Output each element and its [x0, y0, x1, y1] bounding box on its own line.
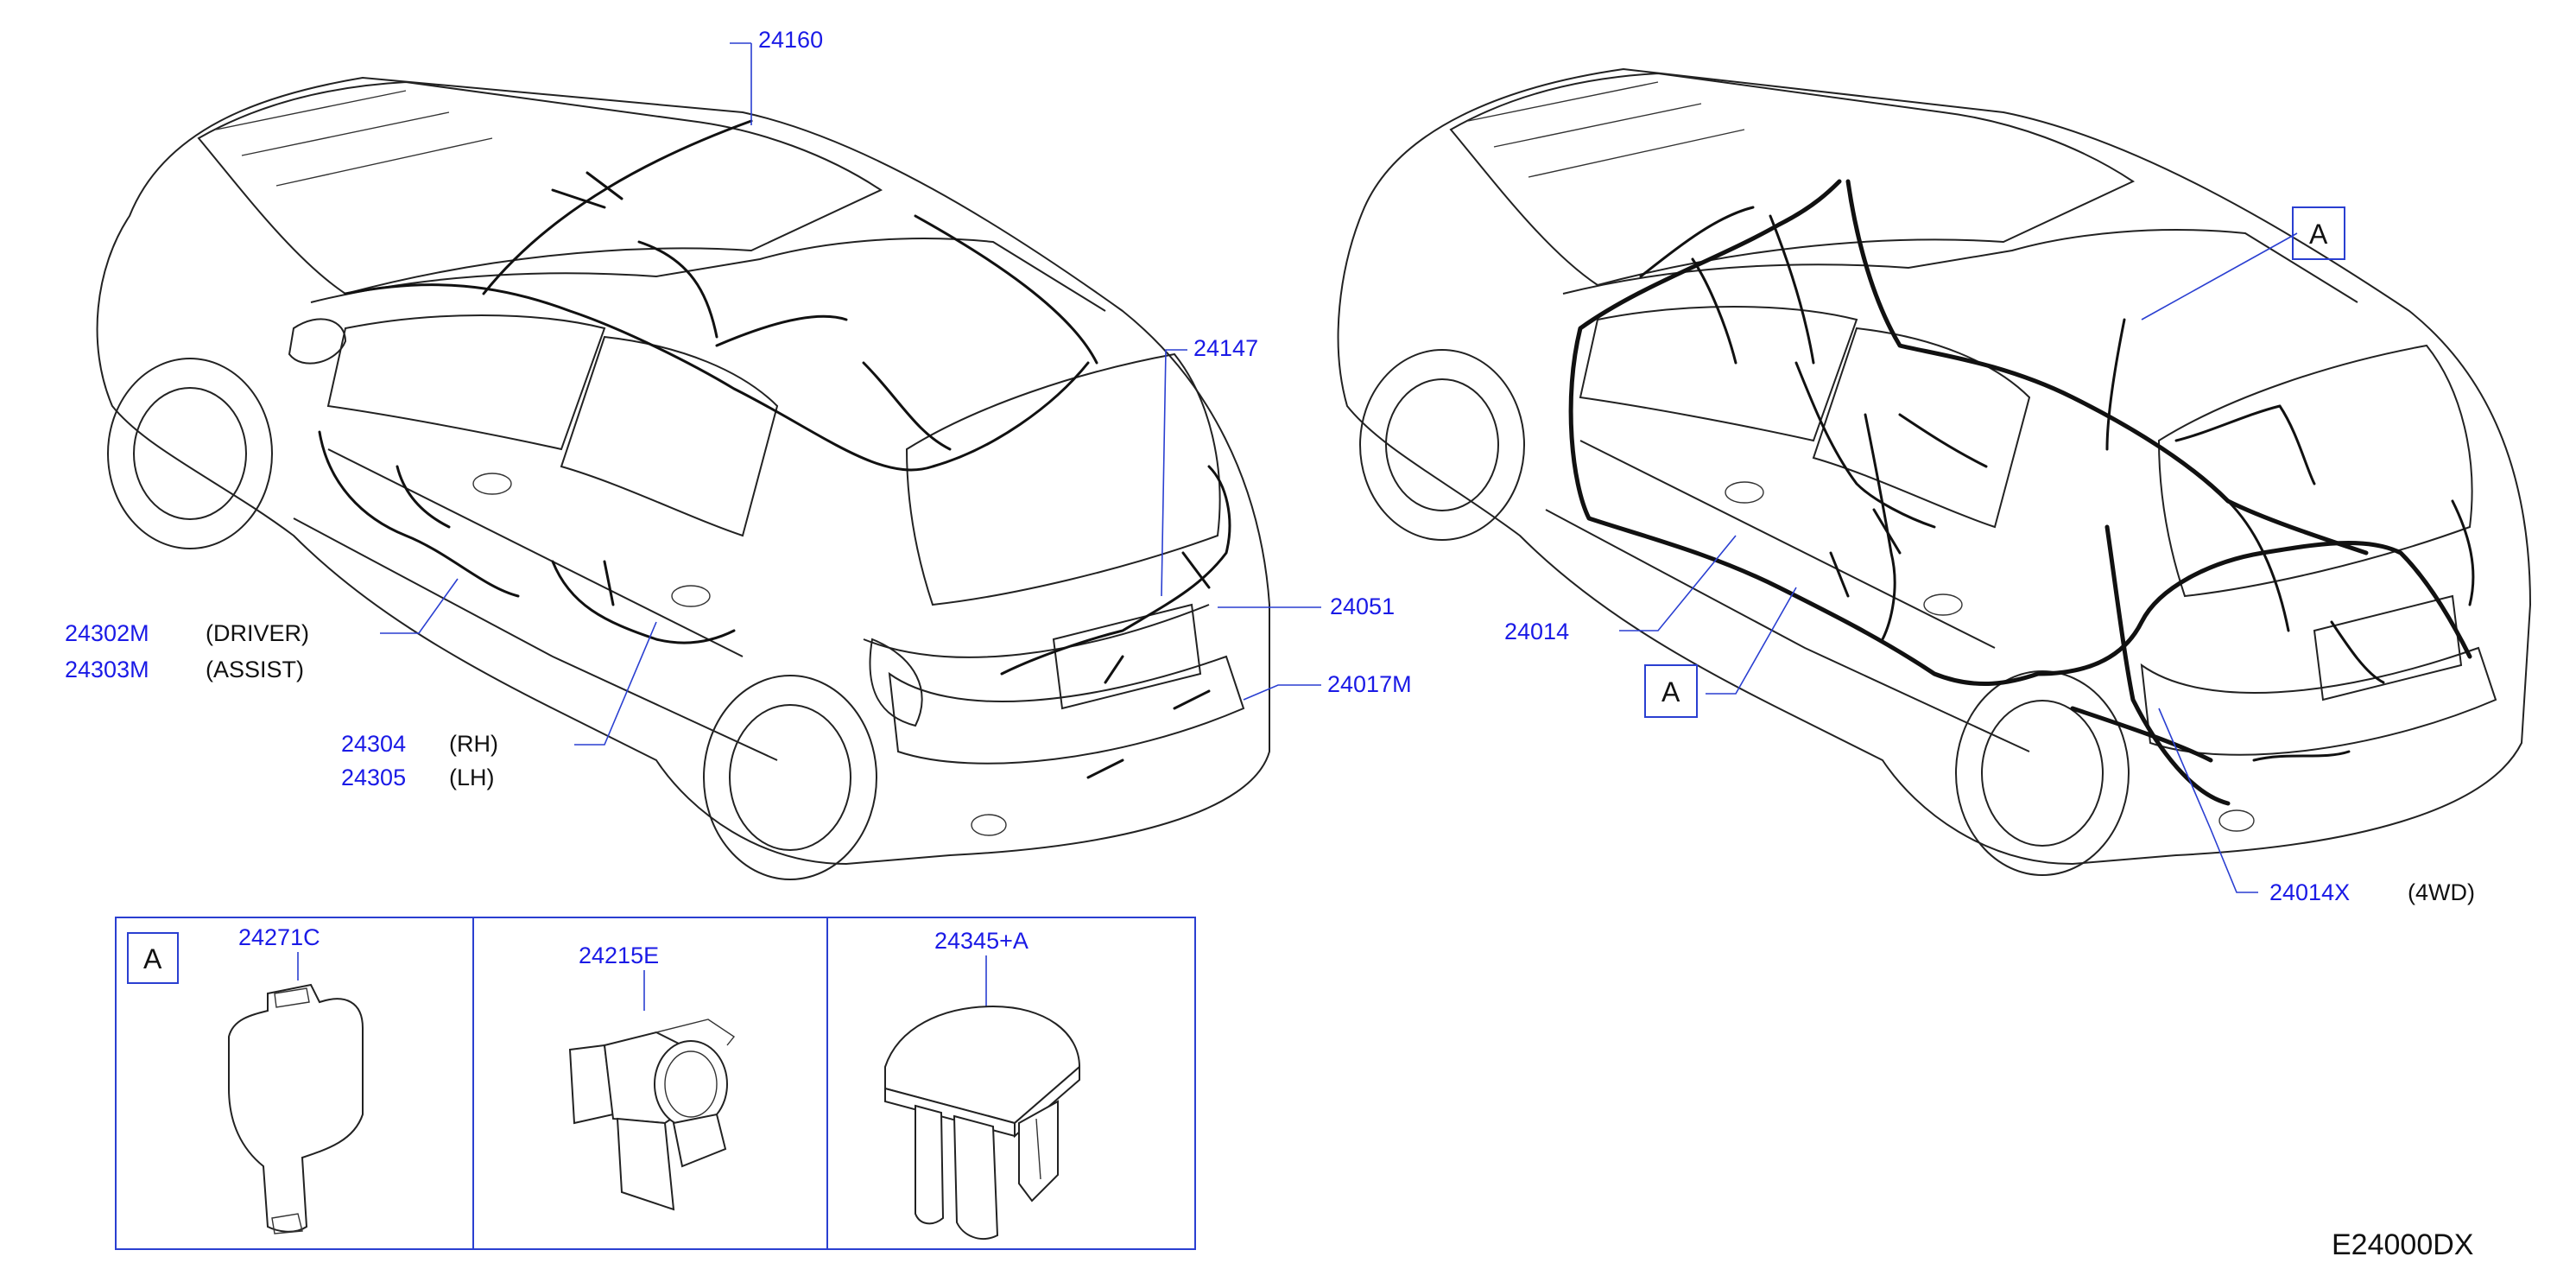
label-24014X: 24014X	[2269, 879, 2350, 905]
right-vehicle-harnesses	[1568, 179, 2475, 806]
callout-letter-upper: A	[2309, 219, 2328, 250]
note-lh: (LH)	[449, 765, 495, 790]
label-24302M: 24302M	[65, 620, 149, 646]
parts-panel-3: 24345+A	[884, 928, 1081, 1240]
right-vehicle-drawing	[1337, 67, 2532, 876]
left-labels: 24160 24147 24051 24017M 24302M (DRIVER)…	[65, 27, 1412, 790]
parts-panel-2: 24215E	[568, 942, 736, 1211]
parts-panel-1-part-number: 24271C	[238, 924, 320, 950]
label-24304: 24304	[341, 731, 406, 757]
label-24014: 24014	[1504, 619, 1569, 644]
parts-table: A 24271C 24215E 24345+A	[115, 917, 1196, 1250]
label-24017M: 24017M	[1327, 671, 1412, 697]
right-leaders	[1619, 232, 2298, 893]
note-4wd: (4WD)	[2408, 879, 2475, 905]
label-24147: 24147	[1193, 335, 1258, 361]
parts-panel-2-part-number: 24215E	[579, 942, 659, 968]
note-rh: (RH)	[449, 731, 498, 757]
parts-table-frame	[115, 917, 1196, 1250]
diagram-code: E24000DX	[2332, 1228, 2473, 1261]
parts-panel-1-callout: A	[143, 943, 162, 974]
callout-box-lower	[1644, 664, 1698, 718]
label-24160: 24160	[758, 27, 823, 53]
note-assist: (ASSIST)	[206, 657, 304, 682]
left-leaders	[380, 42, 1321, 746]
right-labels: 24014 24014X (4WD)	[1504, 619, 2475, 905]
callout-box-upper	[2292, 206, 2345, 260]
left-vehicle-harnesses	[318, 119, 1231, 779]
callout-letter-lower: A	[1661, 676, 1680, 708]
parts-panel-3-part-number: 24345+A	[934, 928, 1029, 954]
label-24305: 24305	[341, 765, 406, 790]
label-24051: 24051	[1330, 593, 1395, 619]
parts-panel-1-callout-box	[127, 932, 179, 984]
parts-panel-1: A 24271C	[127, 924, 364, 1234]
note-driver: (DRIVER)	[206, 620, 309, 646]
left-vehicle-drawing	[96, 76, 1270, 880]
label-24303M: 24303M	[65, 657, 149, 682]
